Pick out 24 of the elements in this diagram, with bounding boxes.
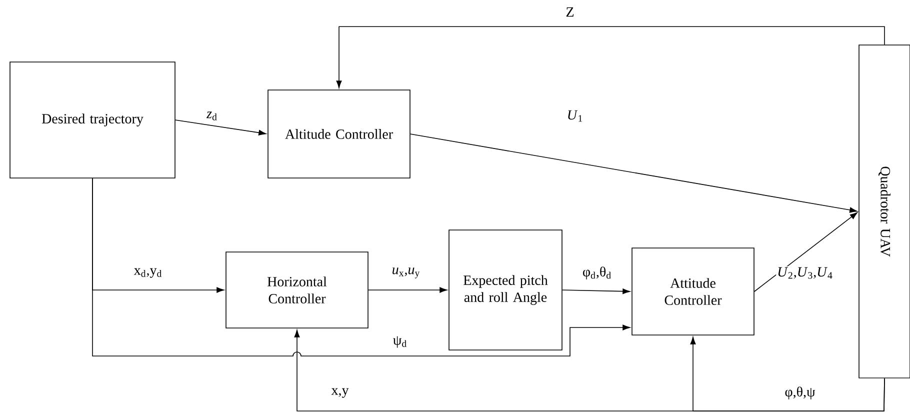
arrow (754, 212, 858, 292)
arrow (336, 26, 885, 88)
block-box: Altitude Controller (268, 90, 410, 178)
block-box: Expected pitch and roll Angle (448, 230, 562, 350)
arrow (562, 288, 630, 294)
block-box: Desired trajectory (10, 62, 176, 178)
edge-label: φ$_{d}$,θ$_{d}$ (581, 266, 613, 280)
arrow (410, 134, 858, 213)
edge-label: φ,θ,ψ (784, 386, 816, 400)
edge-label: U$_{1}$ (566, 109, 584, 123)
arrow (175, 120, 266, 136)
arrow (92, 178, 630, 356)
edge-label: x,y (330, 387, 350, 399)
edge-label: x$_{d}$,y$_{d}$ (132, 267, 164, 279)
block-box: Attitude Controller (632, 248, 754, 336)
edge-label: u$_{x}$,u$_{y}$ (390, 266, 422, 280)
edge-label: Z (564, 6, 576, 18)
arrow (690, 336, 885, 412)
block-box: Quadrotor UAV (858, 44, 910, 378)
edge-label: U$_{2}$,U$_{3}$,U$_{4}$ (776, 266, 834, 280)
arrow (368, 287, 448, 293)
edge-label: z$_{d}$ (206, 110, 218, 122)
block-box: Horizontal Controller (226, 252, 368, 328)
edge-label: ψ$_{d}$ (392, 335, 408, 349)
